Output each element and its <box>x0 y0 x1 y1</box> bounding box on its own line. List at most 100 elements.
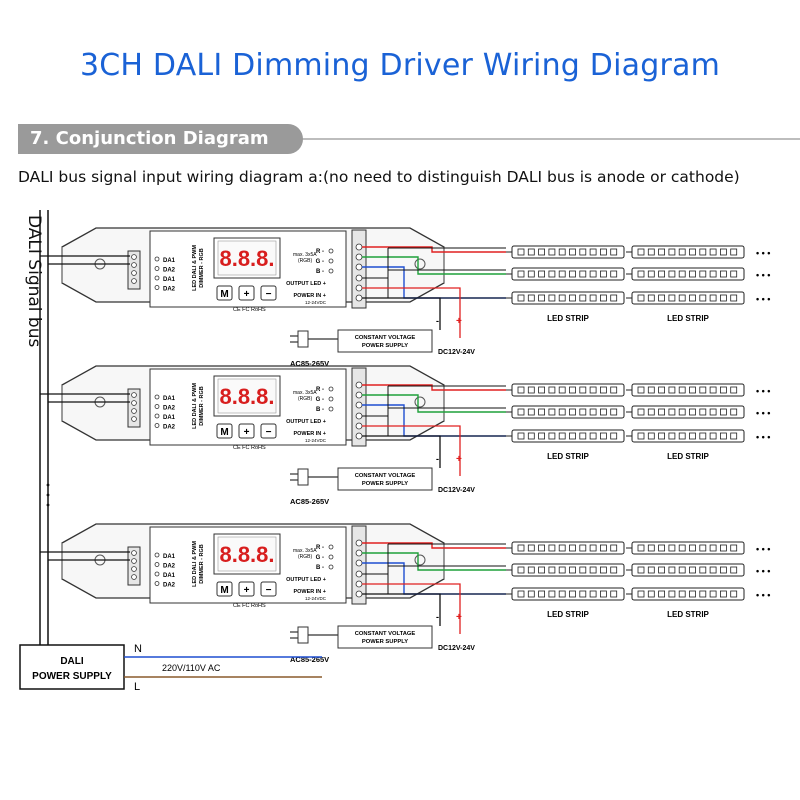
dc-voltage-label: DC12V-24V <box>438 349 475 356</box>
terminal-screw <box>355 570 363 578</box>
continuation-dots: • • • <box>756 270 770 280</box>
led-strip-a <box>506 541 625 555</box>
led-chip <box>699 270 707 278</box>
continuation-dots: • • • <box>756 386 770 396</box>
led-chip <box>699 544 707 552</box>
led-chip <box>589 294 597 302</box>
led-strip-label: LED STRIP <box>667 314 709 323</box>
led-chip <box>548 566 556 574</box>
led-chip <box>637 408 645 416</box>
product-name-line1: LED DALI & PWM <box>192 383 198 429</box>
led-chip <box>678 544 686 552</box>
led-chip <box>610 432 618 440</box>
power-in-label: POWER IN + <box>293 431 326 437</box>
led-chip <box>637 386 645 394</box>
psu-line2: POWER SUPPLY <box>362 481 408 487</box>
led-chip <box>589 270 597 278</box>
led-chip <box>548 408 556 416</box>
psu-line1: CONSTANT VOLTAGE <box>355 335 416 341</box>
led-chip <box>610 544 618 552</box>
led-chip <box>569 386 576 394</box>
cert-marks: CE FC RoHS <box>233 445 266 451</box>
led-chip <box>647 386 655 394</box>
led-chip <box>699 590 707 598</box>
led-chip <box>699 386 707 394</box>
terminal-screw <box>131 262 137 268</box>
dc-plus-label: + <box>456 612 462 623</box>
constant-voltage-psu <box>337 467 433 491</box>
bus-continuation-dot <box>46 503 50 507</box>
channel-label: G - <box>316 397 324 403</box>
led-strip-a <box>506 563 625 577</box>
led-chip <box>579 248 587 256</box>
channel-label: G - <box>316 259 324 265</box>
terminal-screw <box>131 270 137 276</box>
led-chip <box>668 386 676 394</box>
led-chip <box>668 270 676 278</box>
led-chip <box>699 566 707 574</box>
led-chip <box>689 590 696 598</box>
led-chip <box>668 408 676 416</box>
led-strip-a <box>506 245 625 259</box>
channel-label: R - <box>316 545 324 551</box>
led-chip <box>647 270 655 278</box>
led-chip <box>730 408 738 416</box>
dali-psu-line2: POWER SUPPLY <box>32 671 112 682</box>
terminal-screw <box>131 400 137 406</box>
led-chip <box>689 248 696 256</box>
led-chip <box>589 432 597 440</box>
section-heading: 7. Conjunction Diagram <box>18 124 303 154</box>
led-chip <box>538 270 545 278</box>
led-chip <box>699 432 707 440</box>
dc-plus-label: + <box>456 316 462 327</box>
led-chip <box>637 248 645 256</box>
dc-negative-wire <box>362 297 441 330</box>
led-chip <box>699 248 707 256</box>
green-channel-wire <box>362 256 506 275</box>
dc-voltage-label: DC12V-24V <box>438 487 475 494</box>
led-strip-b <box>626 245 745 259</box>
diagram-description: DALI bus signal input wiring diagram a:(… <box>18 168 740 186</box>
dc-negative-wire <box>362 435 441 468</box>
led-chip <box>647 544 655 552</box>
terminal-screw <box>131 550 137 556</box>
led-chip <box>668 432 676 440</box>
da-label: DA2 <box>163 425 176 431</box>
terminal-screw <box>131 392 137 398</box>
da-label: DA1 <box>163 396 176 402</box>
mounting-hole <box>414 396 426 408</box>
led-chip <box>517 566 525 574</box>
led-chip <box>600 432 607 440</box>
power-voltage-label: 12-24VDC <box>305 438 327 443</box>
led-strip-a <box>506 405 625 419</box>
continuation-dots: • • • <box>756 432 770 442</box>
led-strip-a <box>506 587 625 601</box>
led-chip <box>637 590 645 598</box>
led-chip <box>600 408 607 416</box>
led-chip <box>720 248 727 256</box>
bus-continuation-dot <box>46 493 50 497</box>
led-chip <box>600 386 607 394</box>
led-strip-b <box>626 429 745 443</box>
led-chip <box>658 408 665 416</box>
led-chip <box>668 294 676 302</box>
led-strip-label: LED STRIP <box>547 452 589 461</box>
led-chip <box>678 248 686 256</box>
led-chip <box>538 432 545 440</box>
dc-positive-wire <box>362 287 461 338</box>
led-chip <box>579 408 587 416</box>
ac-voltage-label: AC85-265V <box>290 655 329 664</box>
terminal-screw <box>131 254 137 260</box>
led-chip <box>527 408 535 416</box>
svg-text:−: − <box>266 585 272 596</box>
led-chip <box>720 386 727 394</box>
led-chip <box>527 590 535 598</box>
led-chip <box>689 386 696 394</box>
led-chip <box>548 432 556 440</box>
mounting-hole <box>414 258 426 270</box>
product-name-line2: DIMMER - RGB <box>199 386 205 425</box>
led-chip <box>709 294 717 302</box>
led-chip <box>579 294 587 302</box>
led-chip <box>709 590 717 598</box>
